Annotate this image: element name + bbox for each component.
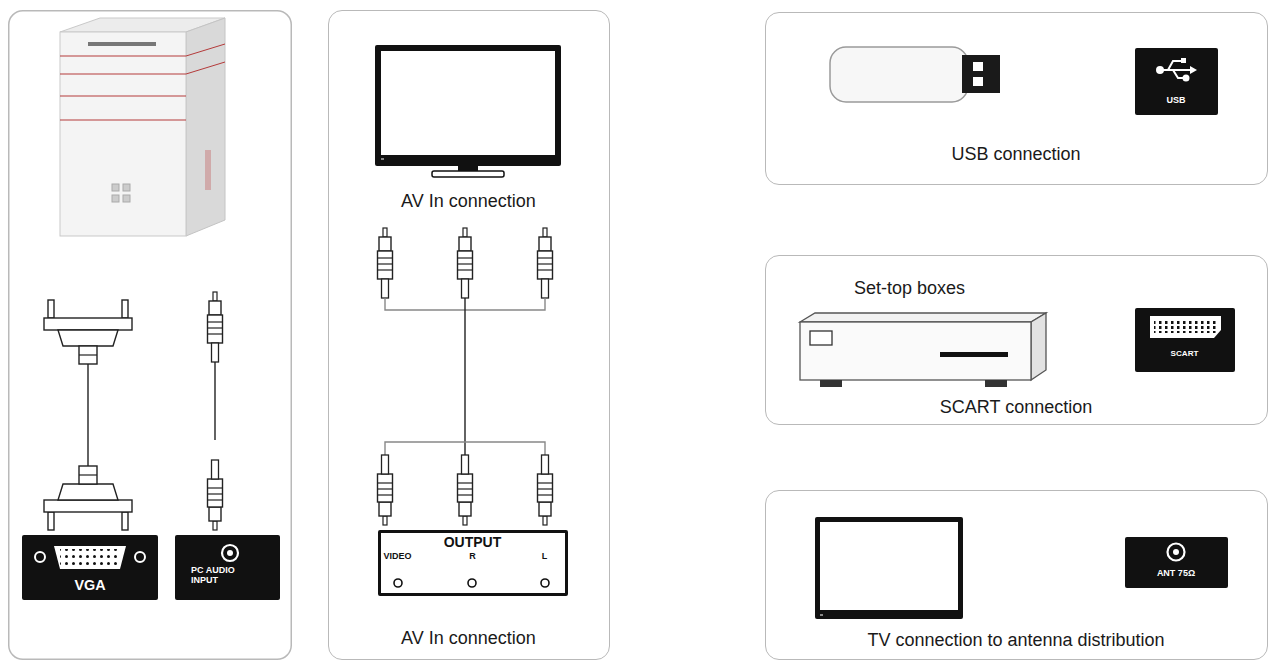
vga-port-icon [35, 546, 145, 569]
panel-caption: AV In connection [329, 628, 608, 649]
usb-symbol [1157, 58, 1197, 81]
usb-stick [830, 47, 1000, 102]
pc-tower [60, 18, 225, 236]
vga-port-ground [22, 535, 158, 600]
audio-jack-icon [222, 545, 238, 561]
vga-cable [44, 300, 132, 530]
jack-name: R [463, 551, 483, 561]
output-panel: OUTPUTVIDEO R L [378, 530, 568, 596]
port-name: VGA [22, 577, 158, 594]
port-name: USB [1135, 95, 1218, 105]
antenna-socket-icon [1168, 544, 1185, 561]
panel-caption: Set-top boxes [854, 278, 1074, 299]
scart-socket-icon [1150, 316, 1221, 338]
scart-port-ground [1135, 308, 1235, 372]
usb-port-ground [1135, 48, 1218, 115]
panel-heading: OUTPUT [381, 534, 565, 550]
port-label: PC AUDIO INPUT [175, 535, 280, 600]
port-label: ANT 75Ω [1125, 537, 1228, 588]
panel-caption: SCART connection [766, 397, 1266, 418]
tv-set [815, 517, 963, 619]
panel-caption: AV In connection [329, 191, 608, 212]
pc-panel [9, 11, 292, 660]
connection-panel: USB USB connection [765, 12, 1268, 185]
port-label: USB [1135, 48, 1218, 115]
port-label: SCART [1135, 308, 1235, 372]
port-name: ANT 75Ω [1125, 568, 1228, 578]
connection-panel: SCART Set-top boxesSCART connection [765, 255, 1268, 425]
port-name: SCART [1135, 349, 1235, 358]
jack-name: VIDEO [384, 551, 424, 561]
port-label: VGA [22, 535, 158, 600]
rca-cables [378, 228, 553, 525]
audio-cable [208, 292, 223, 530]
audio-port-ground [175, 535, 280, 600]
panel-caption: TV connection to antenna distribution [766, 630, 1266, 651]
antenna-port-ground [1125, 537, 1228, 588]
connection-panel: OUTPUTVIDEO R L AV In connection AV In conne… [328, 10, 610, 660]
output-jacks [394, 579, 549, 587]
jack-name: L [535, 551, 555, 561]
set-top-box [800, 313, 1046, 387]
port-name: PC AUDIO INPUT [191, 565, 255, 586]
tv-set [375, 45, 561, 177]
panel-caption: USB connection [766, 144, 1266, 165]
connection-panel: ANT 75Ω TV connection to antenna distribu… [765, 490, 1268, 660]
